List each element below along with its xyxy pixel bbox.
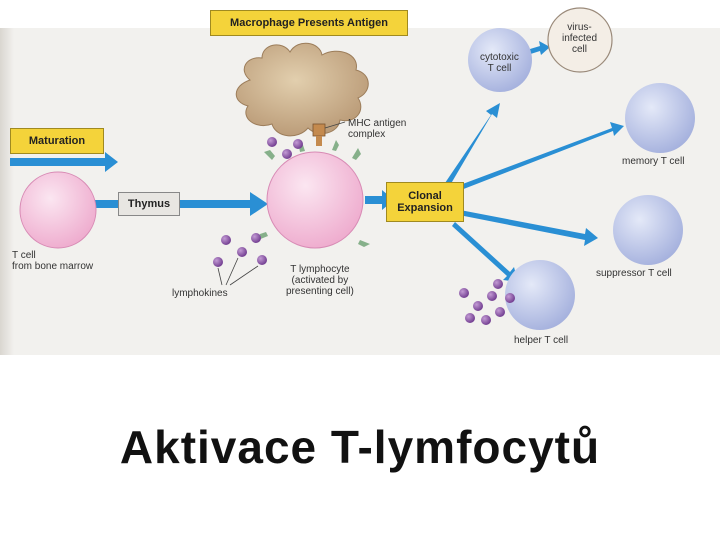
box-macrophage-presents-antigen: Macrophage Presents Antigen	[210, 10, 408, 36]
arrow-to-suppressor	[459, 210, 598, 246]
label-memory-t-cell: memory T cell	[622, 156, 685, 167]
lymphokines-top	[267, 137, 303, 159]
label-lymphokines: lymphokines	[172, 288, 228, 299]
arrow-to-memory	[460, 122, 624, 190]
t-cell-activation-diagram	[10, 7, 695, 330]
diagram-panel: Macrophage Presents Antigen Maturation T…	[0, 0, 720, 355]
helper-t-cell	[505, 260, 575, 330]
label-cytotoxic-t-cell: cytotoxic T cell	[480, 52, 519, 74]
memory-t-cell	[625, 83, 695, 153]
label-t-cell-bone-marrow: T cell from bone marrow	[12, 250, 94, 272]
box-clonal-expansion: Clonal Expansion	[386, 182, 464, 222]
label-virus-infected-cell: virus- infected cell	[562, 22, 598, 55]
scan-edge	[0, 0, 14, 355]
slide-caption: Aktivace T-lymfocytů	[119, 421, 601, 473]
label-t-lymphocyte: T lymphocyte (activated by presenting ce…	[286, 264, 354, 297]
macrophage	[235, 42, 369, 137]
box-maturation: Maturation	[10, 128, 104, 154]
label-suppressor-t-cell: suppressor T cell	[596, 268, 672, 279]
mhc-stem	[316, 136, 322, 146]
lymphokines-left	[213, 233, 267, 267]
lymphokine-pointers	[217, 257, 259, 286]
t-cell-bone-marrow	[19, 171, 97, 249]
arrow-to-cytotoxic	[445, 103, 500, 187]
box-thymus: Thymus	[118, 192, 180, 216]
mhc-antigen-complex	[312, 123, 326, 137]
mhc-pointer	[324, 121, 346, 129]
label-helper-t-cell: helper T cell	[514, 335, 569, 346]
suppressor-t-cell	[613, 195, 683, 265]
lymphokines-helper	[459, 279, 515, 325]
arrow-maturation	[10, 152, 118, 172]
label-mhc-antigen-complex: MHC antigen complex	[348, 118, 407, 140]
t-lymphocyte	[266, 151, 364, 249]
cytotoxic-t-cell	[468, 28, 532, 92]
arrow-to-helper	[452, 222, 518, 282]
virus-infected-cell	[547, 7, 613, 73]
